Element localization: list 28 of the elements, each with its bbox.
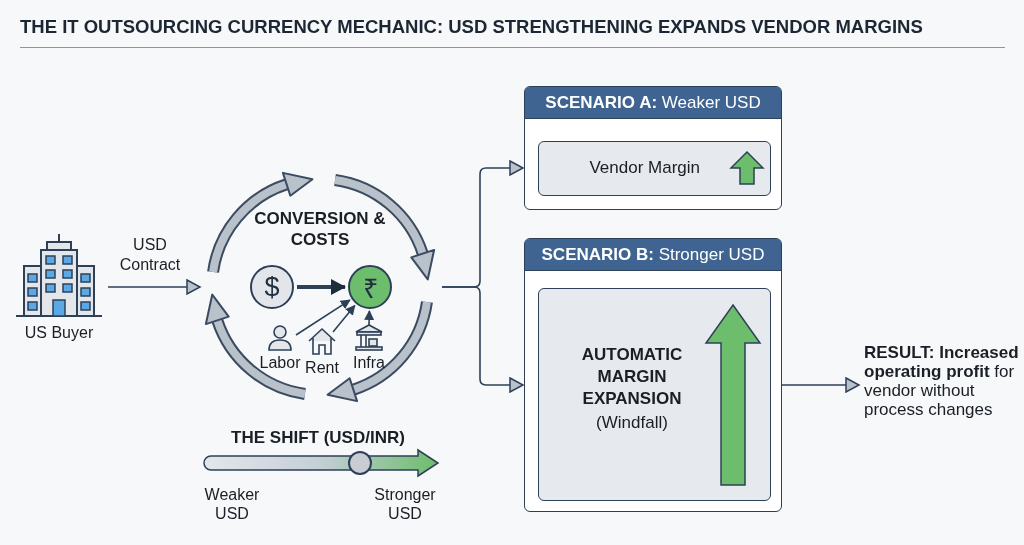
result-box	[538, 288, 771, 501]
panel-header: SCENARIO B: Stronger USD	[525, 239, 781, 271]
arrow	[107, 279, 201, 295]
panel-header: SCENARIO A: Weaker USD	[525, 87, 781, 119]
scenario-panel	[524, 238, 782, 512]
diagram-title: THE IT OUTSOURCING CURRENCY MECHANIC: USD STRENGTHENING EXPANDS VENDOR MARGINS	[20, 16, 924, 38]
slider-title: THE SHIFT (USD/INR)	[230, 428, 406, 447]
node-label: Infra	[352, 354, 386, 372]
result-text: RESULT: Increased operating profit for vendor without process changes	[864, 343, 1024, 443]
result-box	[538, 141, 771, 196]
node-label: Rent	[304, 359, 340, 377]
scale-label: Stronger USD	[373, 485, 437, 523]
box-subtitle: (Windfall)	[595, 412, 669, 434]
arrow	[364, 310, 375, 326]
section-heading: CONVERSION & COSTS	[253, 208, 387, 250]
node-label: Labor	[258, 354, 302, 372]
currency-circle: $	[250, 265, 294, 309]
arrow	[295, 299, 351, 336]
box-heading: AUTOMATIC MARGIN EXPANSION	[580, 344, 684, 410]
scale-label: Weaker USD	[203, 485, 261, 523]
arrow	[297, 279, 346, 295]
currency-circle: ₹	[348, 265, 392, 309]
box-label: Vendor Margin	[589, 158, 700, 178]
node-label: US Buyer	[23, 324, 95, 342]
scenario-panel	[524, 86, 782, 210]
arrow	[441, 286, 524, 393]
arrow	[781, 377, 860, 393]
arrow	[332, 304, 356, 333]
